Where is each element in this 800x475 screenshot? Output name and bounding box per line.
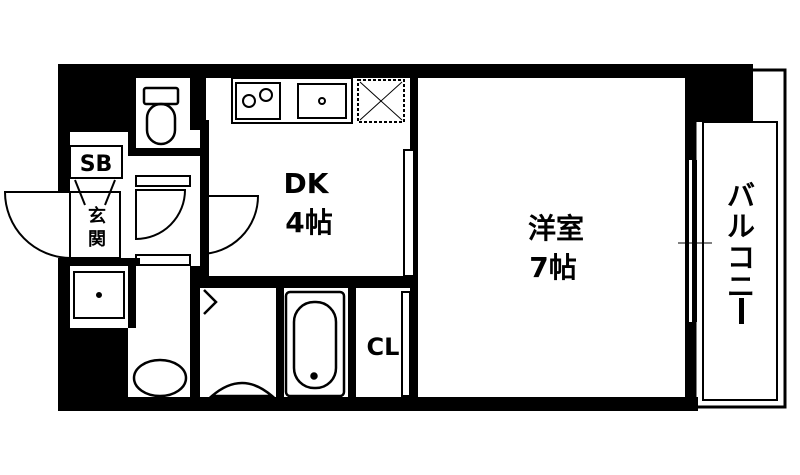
dk-name: DK bbox=[284, 167, 330, 200]
western-size: 7帖 bbox=[529, 251, 576, 284]
toilet bbox=[142, 86, 180, 146]
balcony-inner bbox=[702, 121, 778, 401]
wash-area bbox=[132, 289, 276, 398]
balcony-char-3: コ bbox=[727, 241, 755, 274]
entrance-door-swing bbox=[3, 191, 71, 260]
toilet-bottom-wall bbox=[133, 148, 205, 156]
fridge-x-b bbox=[359, 81, 403, 121]
genkan-stair-b bbox=[104, 179, 116, 206]
burner-right bbox=[259, 88, 273, 102]
wash-door-mark bbox=[203, 289, 218, 315]
toilet-door-swing bbox=[135, 189, 187, 241]
stove bbox=[235, 82, 281, 120]
entrance-bottom-wall bbox=[70, 258, 140, 266]
dk-door-swing bbox=[199, 195, 260, 255]
closet bbox=[401, 291, 411, 397]
toilet-left-wall bbox=[128, 78, 136, 156]
laundry-pan bbox=[73, 271, 125, 319]
sliding-door-dk bbox=[403, 149, 415, 277]
bath-cl-wall bbox=[348, 288, 356, 400]
genkan-stair-a bbox=[74, 179, 86, 206]
sink-drain bbox=[318, 97, 326, 105]
kitchen-sink bbox=[297, 83, 347, 119]
sliding-door-panel bbox=[403, 149, 415, 277]
western-name: 洋室 bbox=[528, 212, 584, 245]
dk-bottom-wall bbox=[200, 276, 418, 288]
bottom-wall bbox=[58, 397, 698, 411]
bathtub-inner bbox=[292, 300, 338, 390]
counter-outline bbox=[231, 77, 353, 124]
genkan-floor bbox=[69, 191, 121, 259]
washer-drain bbox=[96, 292, 102, 298]
pillar-mid bbox=[190, 78, 206, 130]
bathtub-outer bbox=[284, 290, 346, 398]
entrance-label-1: 玄 bbox=[88, 205, 106, 227]
shoe-box bbox=[69, 145, 123, 179]
hall-threshold bbox=[135, 254, 191, 266]
wash-basin-left bbox=[132, 358, 188, 398]
closet-label: CL bbox=[367, 333, 400, 361]
balcony-char-2: ル bbox=[727, 210, 755, 243]
dk-size: 4帖 bbox=[285, 206, 332, 239]
balcony-char-1: バ bbox=[727, 179, 755, 212]
left-pillar-upper bbox=[58, 78, 133, 132]
closet-door bbox=[401, 291, 411, 397]
fridge-space bbox=[357, 79, 405, 123]
right-pillar bbox=[690, 64, 753, 122]
burner-left bbox=[242, 94, 256, 108]
balcony bbox=[678, 68, 787, 409]
washer-pan bbox=[73, 271, 125, 319]
balcony-char-5-bar bbox=[739, 298, 744, 324]
bathtub-drain bbox=[310, 372, 318, 380]
laundry-right-wall bbox=[190, 266, 200, 400]
toilet-bowl bbox=[145, 102, 177, 146]
wash-bath-wall bbox=[276, 288, 284, 400]
dk-left-wall bbox=[200, 120, 209, 276]
entrance bbox=[3, 145, 260, 266]
laundry-left-wall bbox=[128, 266, 136, 328]
wash-basin-right bbox=[208, 381, 276, 398]
top-wall bbox=[58, 64, 690, 78]
hall-threshold-upper bbox=[135, 175, 191, 187]
balcony-char-4: ニ bbox=[727, 270, 755, 303]
labels: DK 4帖 洋室 7帖 CL SB 玄 関 バ ル コ ニ bbox=[80, 152, 755, 361]
kitchen-counter bbox=[231, 77, 405, 124]
entrance-label-2: 関 bbox=[88, 229, 106, 250]
left-pillar-lower bbox=[58, 328, 128, 411]
toilet-tank bbox=[142, 86, 180, 106]
bathtub bbox=[284, 290, 346, 398]
shoe-box-label: SB bbox=[80, 152, 113, 177]
